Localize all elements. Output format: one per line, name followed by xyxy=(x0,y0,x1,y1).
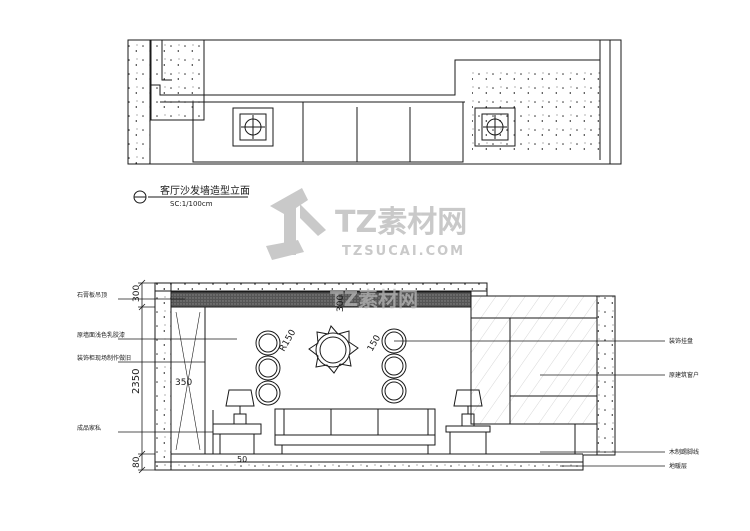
left-lamp xyxy=(225,389,255,425)
drawing-title: 客厅沙发墙造型立面 xyxy=(160,184,250,197)
main-elevation xyxy=(154,282,616,471)
annotation-decor-cabinet: 装饰柜现场制作做旧 xyxy=(77,354,131,362)
left-annotations: 石膏板吊顶 原墙面浅色乳胶漆 装饰柜现场制作做旧 成品家私 xyxy=(77,291,131,432)
annotation-window: 原建筑窗户 xyxy=(669,371,699,379)
watermark-inline: TZ素材网 xyxy=(330,287,418,311)
annotation-decor-plates: 装饰挂盘 xyxy=(669,337,693,345)
annotation-floor-heating: 地暖层 xyxy=(669,462,687,470)
window xyxy=(470,295,598,425)
watermark-brand: TZ素材网 xyxy=(335,205,467,240)
annotation-furniture: 成品家私 xyxy=(77,424,101,432)
sofa xyxy=(274,408,436,454)
dim-width: 350 xyxy=(175,378,192,388)
annotation-wall-paint: 原墙面浅色乳胶漆 xyxy=(77,331,125,339)
dim-ceiling-inner: 300 xyxy=(336,295,346,312)
watermark: TZ素材网 TZSUCAI.COM xyxy=(266,188,467,260)
sunburst-mirror xyxy=(308,325,359,374)
dim-floor: 80 xyxy=(132,456,142,468)
dim-wall-height: 2350 xyxy=(131,369,142,394)
decorative-plates xyxy=(255,328,407,406)
right-leaders xyxy=(394,340,665,467)
drawing-title-block: 客厅沙发墙造型立面 SC:1/100cm xyxy=(133,184,250,208)
dim-radius-right: 150 xyxy=(366,333,383,353)
ceiling-band xyxy=(170,291,472,308)
side-table xyxy=(445,425,491,454)
watermark-url: TZSUCAI.COM xyxy=(342,244,465,259)
upper-elevation xyxy=(127,39,622,165)
dim-radius-left: R150 xyxy=(278,328,299,354)
armchair xyxy=(212,410,262,454)
watermark-logo-icon xyxy=(266,188,326,260)
dim-bottom-mark: 50 xyxy=(237,455,247,464)
annotation-skirting: 木制踢脚线 xyxy=(669,448,699,456)
dimension-chain xyxy=(138,279,155,474)
dim-ceiling: 300 xyxy=(132,285,142,302)
right-annotations: 装饰挂盘 原建筑窗户 木制踢脚线 地暖层 xyxy=(669,337,699,470)
annotation-gypsum-ceiling: 石膏板吊顶 xyxy=(77,291,107,299)
left-leaders xyxy=(118,298,237,433)
drawing-scale: SC:1/100cm xyxy=(170,200,213,208)
